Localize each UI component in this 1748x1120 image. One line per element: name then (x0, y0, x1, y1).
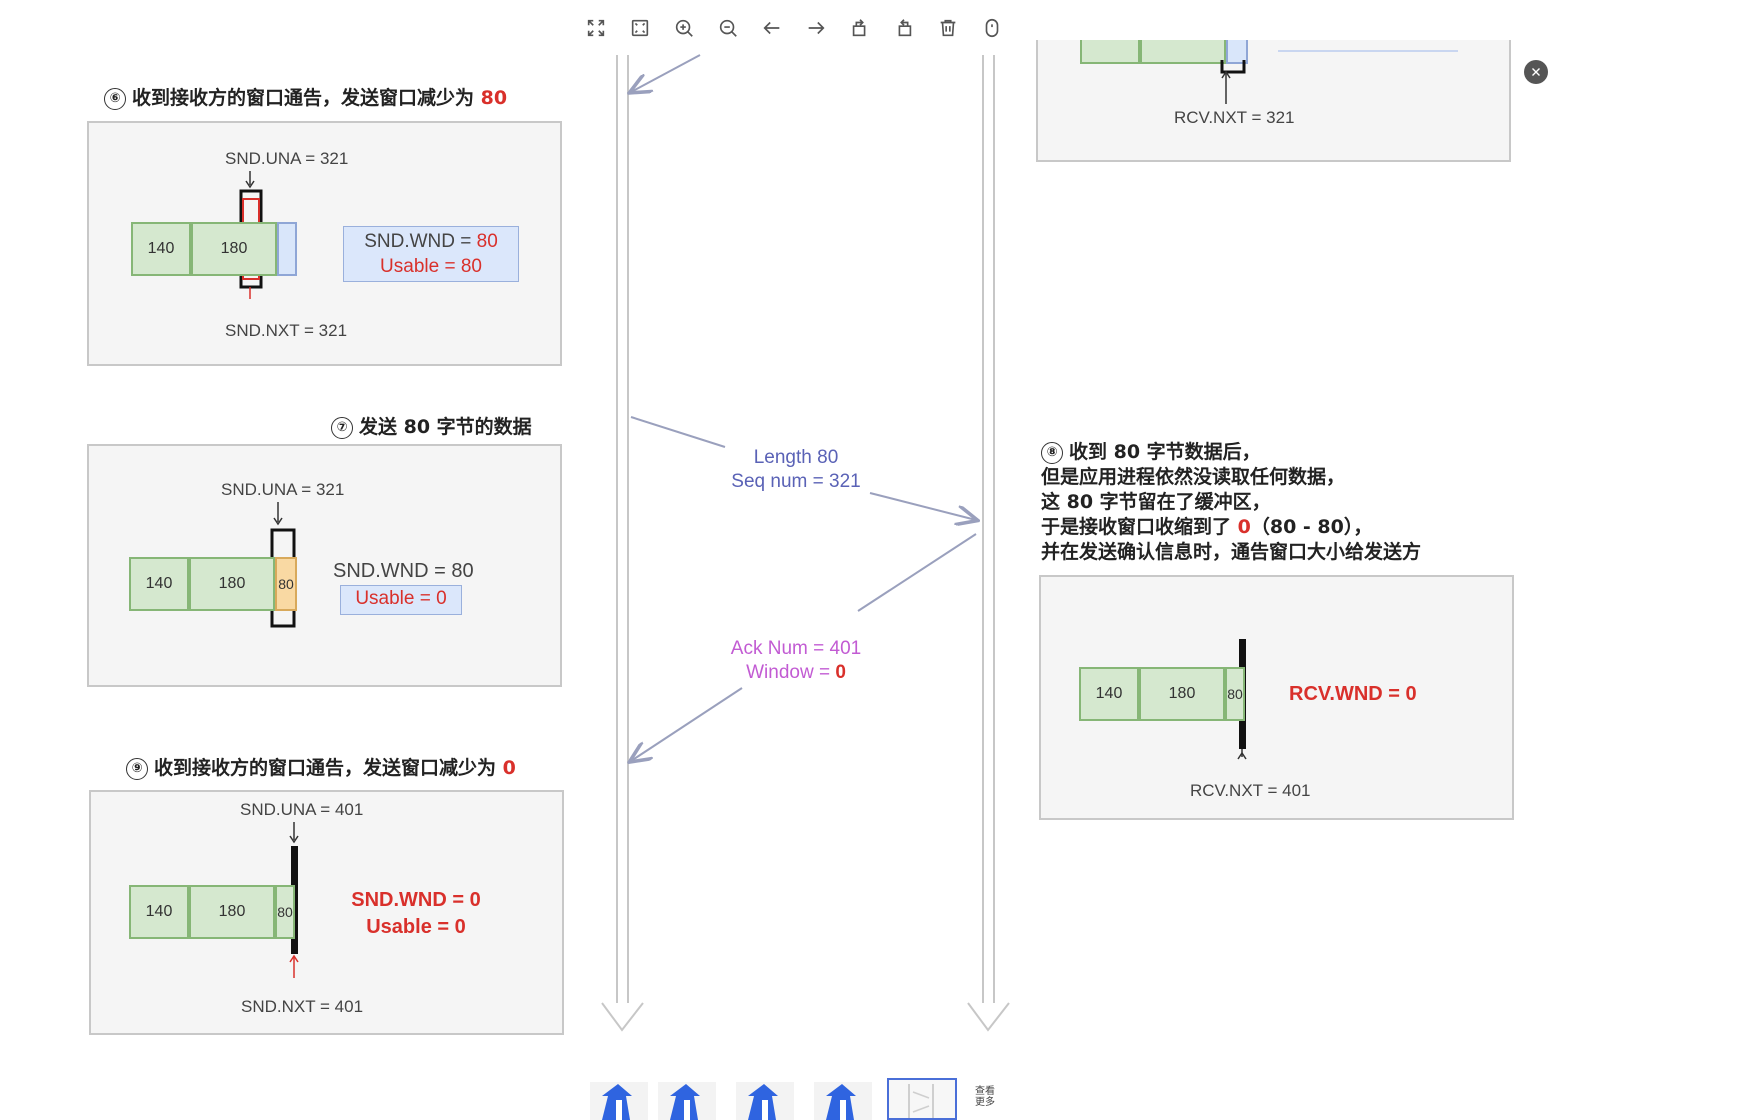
thumbnail-arrow-icon (826, 1084, 856, 1120)
thumbnail-item-active[interactable] (887, 1078, 957, 1120)
ack-segment-label: Ack Num = 401 Window = 0 (730, 638, 862, 683)
buffer-cell (1226, 40, 1248, 64)
rcv-nxt-label: RCV.NXT = 321 (1174, 108, 1295, 127)
close-icon[interactable] (1524, 60, 1548, 84)
step8-number: ⑧ (1041, 442, 1063, 464)
buffer-cell: 140 (129, 885, 189, 939)
info-icon[interactable] (976, 12, 1008, 44)
thumbnail-item[interactable] (658, 1082, 716, 1120)
step6-value: 80 (480, 87, 508, 109)
rcv-wnd-label: RCV.WND = 0 (1289, 683, 1417, 705)
snd-una-label: SND.UNA = 321 (225, 149, 349, 168)
fit-screen-icon[interactable] (624, 12, 656, 44)
thumbnail-diagram-icon (908, 1084, 934, 1118)
buffer-cell: 180 (1139, 667, 1225, 721)
snd-una-label: SND.UNA = 321 (221, 480, 345, 499)
arrow-right-icon[interactable] (800, 12, 832, 44)
step9-number: ⑨ (126, 758, 148, 780)
snd-wnd-label: SND.WND = 80 (333, 560, 474, 582)
buffer-cell: 140 (131, 222, 191, 276)
rotate-right-icon[interactable] (888, 12, 920, 44)
thumbnail-item[interactable] (590, 1082, 648, 1120)
thumbnail-strip: 查看更多 (590, 1078, 1010, 1120)
step9-value: 0 (502, 757, 516, 779)
delete-icon[interactable] (932, 12, 964, 44)
buffer-cell: 180 (189, 885, 275, 939)
sent-data-cell: 80 (275, 557, 297, 611)
snd-una-label: SND.UNA = 401 (240, 800, 364, 819)
buffer-cell (1080, 40, 1140, 64)
zoom-in-icon[interactable] (668, 12, 700, 44)
view-more-link[interactable]: 查看更多 (975, 1086, 995, 1108)
buffer-cell: 80 (275, 885, 295, 939)
buffer-cell: 180 (189, 557, 275, 611)
rotate-left-icon[interactable] (844, 12, 876, 44)
step6-number: ⑥ (104, 88, 126, 110)
image-viewer-toolbar (580, 12, 1020, 44)
thumbnail-arrow-icon (748, 1084, 778, 1120)
snd-wnd-box: SND.WND = 80 Usable = 80 (343, 226, 519, 282)
up-arrow-icon (1237, 751, 1247, 760)
thumbnail-arrow-icon (602, 1084, 632, 1120)
usable-window-cell (277, 222, 297, 276)
data-segment-label: Length 80 Seq num = 321 (731, 447, 861, 492)
usable-value: Usable = 0 (366, 916, 466, 938)
arrow-left-icon[interactable] (756, 12, 788, 44)
window-line (1278, 50, 1458, 52)
usable-box: Usable = 0 (340, 585, 462, 615)
step7-number: ⑦ (331, 417, 353, 439)
buffer-cell (1140, 40, 1226, 64)
fullscreen-icon[interactable] (580, 12, 612, 44)
thumbnail-item[interactable] (814, 1082, 872, 1120)
buffer-cell: 140 (129, 557, 189, 611)
rcv-nxt-marker (1220, 60, 1246, 104)
receiver-top-panel: RCV.NXT = 321 (1036, 40, 1511, 162)
thumbnail-item[interactable] (736, 1082, 794, 1120)
step7-panel: SND.UNA = 321 140 180 80 SND.WND = 80 Us… (87, 444, 562, 687)
zoom-out-icon[interactable] (712, 12, 744, 44)
usable-value: Usable = 80 (380, 256, 482, 277)
rcv-nxt-label: RCV.NXT = 401 (1190, 781, 1311, 800)
buffer-cell: 140 (1079, 667, 1139, 721)
snd-nxt-label: SND.NXT = 401 (241, 997, 364, 1016)
buffer-cell: 180 (191, 222, 277, 276)
step8-panel: 140 180 80 RCV.WND = 0 RCV.NXT = 401 (1039, 575, 1514, 820)
snd-nxt-label: SND.NXT = 321 (225, 321, 348, 340)
step6-panel: SND.UNA = 321 140 180 SND.WND = 80 Usabl… (87, 121, 562, 366)
buffer-cell: 80 (1225, 667, 1245, 721)
thumbnail-arrow-icon (670, 1084, 700, 1120)
